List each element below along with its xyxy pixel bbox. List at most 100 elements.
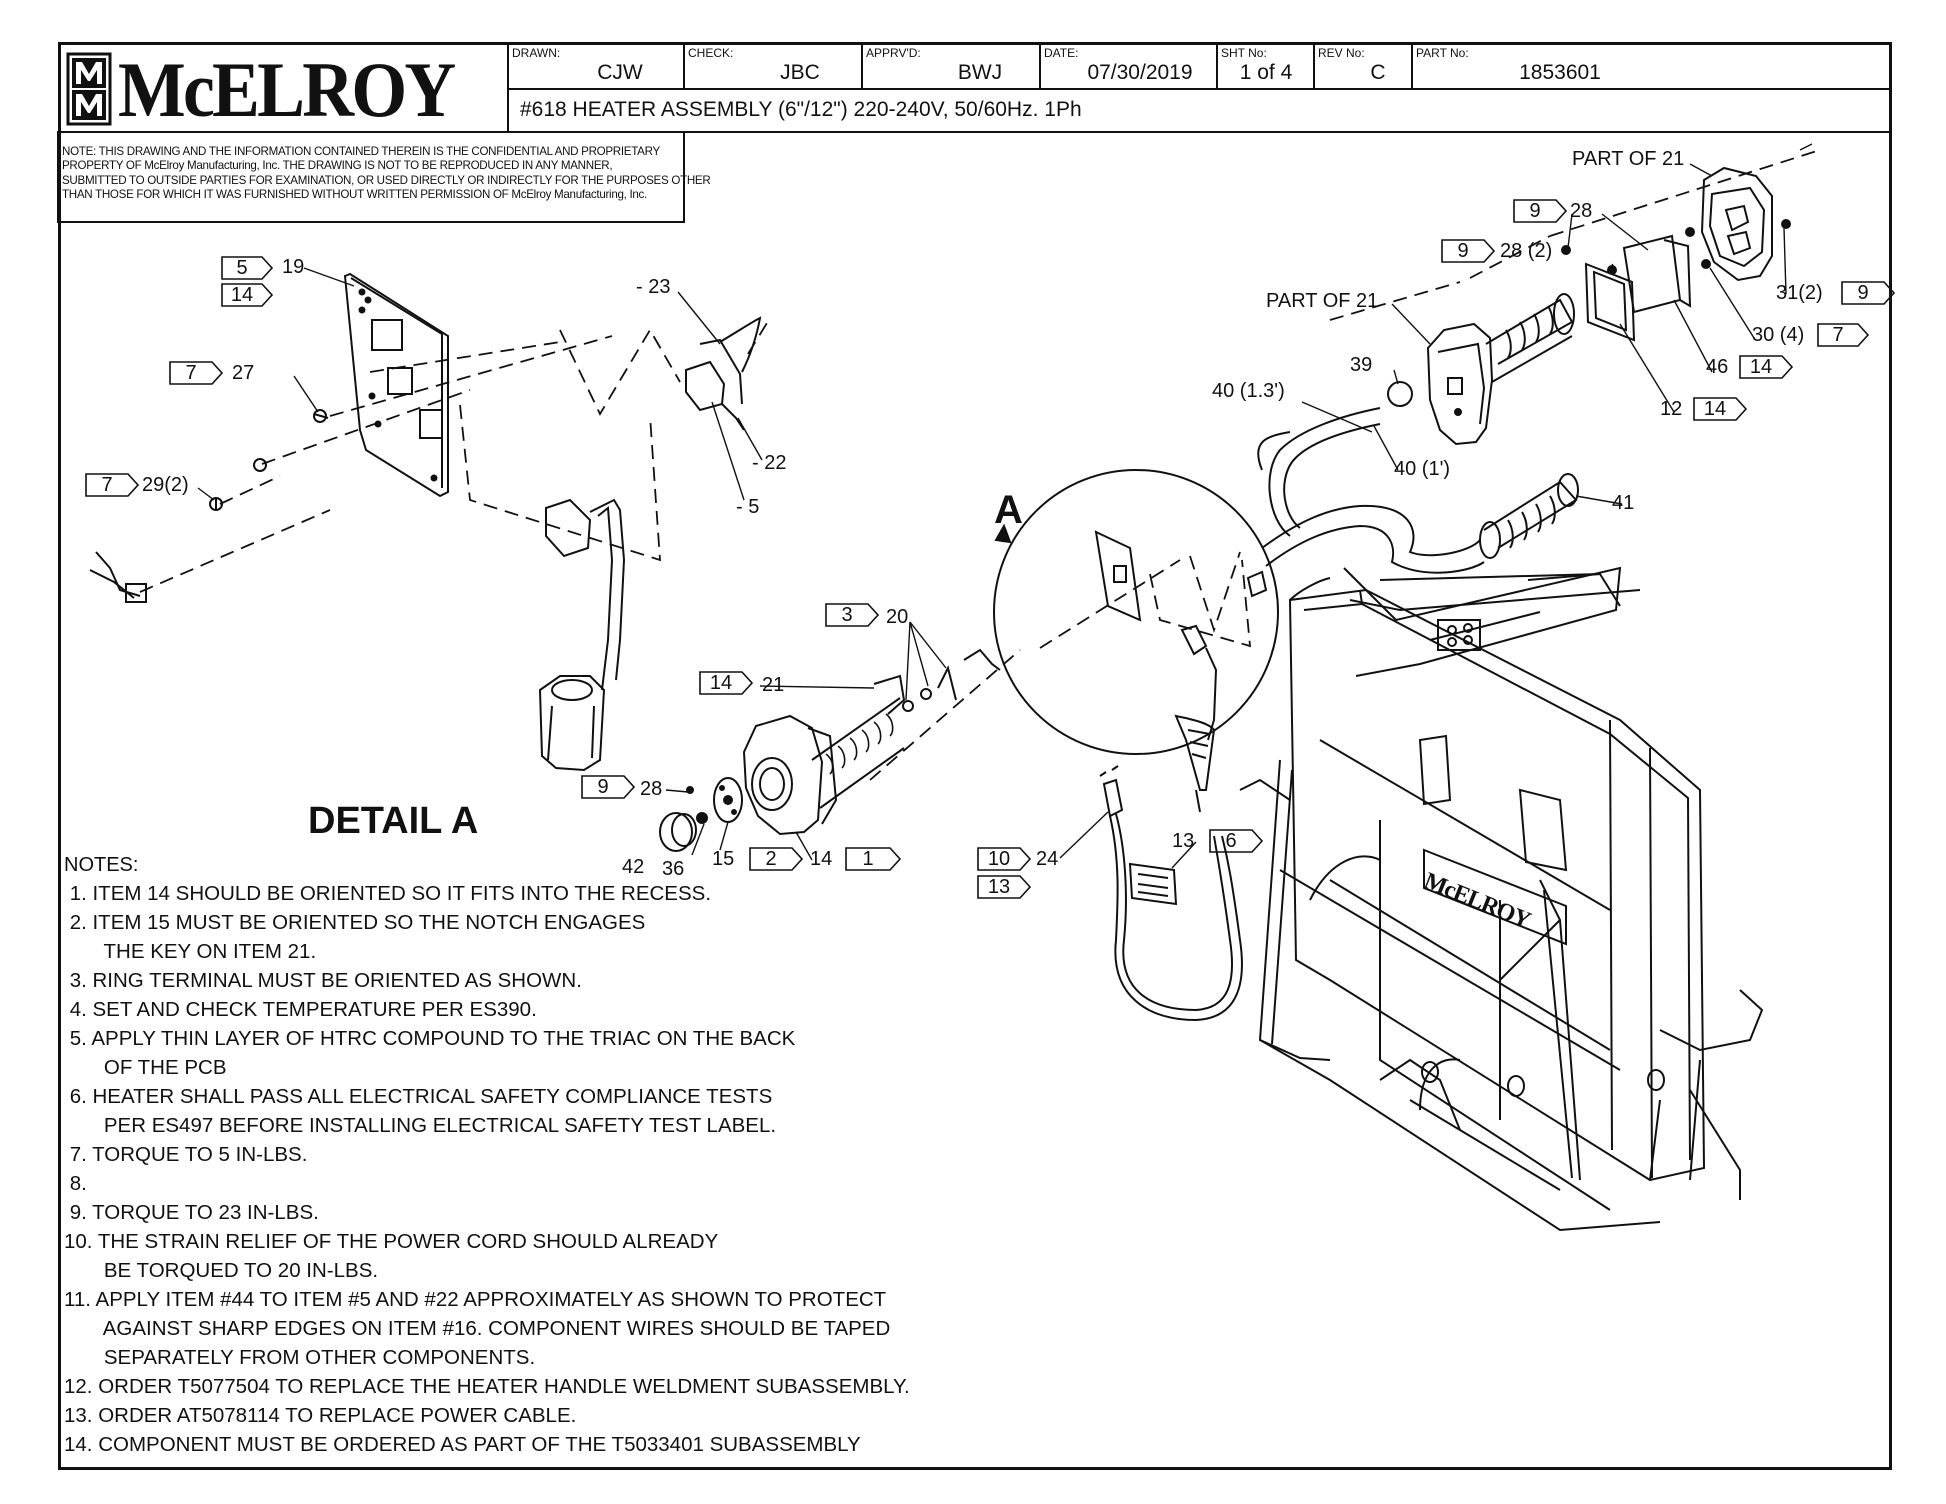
callout-31: 31(2) — [1776, 282, 1823, 304]
flag-9: 9 — [1529, 200, 1541, 222]
callout-part-of-21-mid: PART OF 21 — [1266, 290, 1379, 312]
callout-12: 12 — [1660, 398, 1683, 420]
callout-41: 41 — [1612, 492, 1635, 514]
callout-46: 46 — [1706, 356, 1729, 378]
ring-item-39 — [1387, 381, 1413, 407]
flag-1: 1 — [862, 848, 874, 870]
drawing-title: #618 HEATER ASSEMBLY (6"/12") 220-240V, … — [520, 98, 1082, 121]
confidential-line: PROPERTY OF McElroy Manufacturing, Inc. … — [62, 159, 613, 173]
callout-22: - 22 — [752, 452, 787, 474]
callout-14: 14 — [810, 848, 833, 870]
callout-5: - 5 — [736, 496, 760, 518]
cover-part-of-21 — [1700, 166, 1773, 282]
note-line: SEPARATELY FROM OTHER COMPONENTS. — [64, 1346, 536, 1369]
note-line: 9. TORQUE TO 23 IN-LBS. — [64, 1201, 319, 1224]
tube-item-40 — [1257, 407, 1381, 537]
handle-grip-ribs — [825, 713, 894, 775]
ring-terminal — [89, 551, 147, 603]
apprvd-label: APPRV'D: — [866, 46, 921, 60]
check-value: JBC — [780, 61, 820, 84]
detail-pcb — [1094, 530, 1142, 622]
note-line: 11. APPLY ITEM #44 TO ITEM #5 AND #22 AP… — [64, 1288, 887, 1311]
confidential-line: SUBMITTED TO OUTSIDE PARTIES FOR EXAMINA… — [62, 173, 711, 187]
cable-item-23 — [719, 316, 762, 373]
handle-sleeve — [1485, 293, 1575, 383]
flag-7: 7 — [1832, 324, 1844, 346]
flag-14: 14 — [709, 672, 733, 694]
callout-15: 15 — [712, 848, 735, 870]
flag-13: 13 — [987, 876, 1011, 898]
flag-14: 14 — [230, 284, 254, 306]
detail-a-circle — [993, 469, 1279, 755]
date-label: DATE: — [1044, 46, 1079, 60]
notes-header: NOTES: — [64, 854, 139, 876]
connector-item-5 — [685, 338, 745, 431]
flag-10: 10 — [987, 848, 1011, 870]
flag-3: 3 — [841, 604, 853, 626]
callout-13: 13 — [1172, 830, 1195, 852]
flag-9: 9 — [1857, 282, 1869, 304]
part-label: PART No: — [1416, 46, 1469, 60]
note-line: 5. APPLY THIN LAYER OF HTRC COMPOUND TO … — [64, 1027, 796, 1050]
confidential-line: NOTE: THIS DRAWING AND THE INFORMATION C… — [62, 145, 660, 158]
flag-tags — [85, 199, 1896, 899]
drawn-value: CJW — [597, 61, 643, 84]
screw-item-30 — [1701, 259, 1711, 269]
confidential-note: NOTE: THIS DRAWING AND THE INFORMATION C… — [62, 145, 711, 203]
heater-strap — [1343, 566, 1622, 677]
sheet-value: 1 of 4 — [1239, 61, 1293, 84]
heater-plate-body — [1288, 588, 1706, 1182]
callout-40a: 40 (1.3') — [1212, 380, 1285, 402]
rev-label: REV No: — [1318, 46, 1365, 60]
knob-item-42 — [659, 812, 697, 852]
note-line: 13. ORDER AT5078114 TO REPLACE POWER CAB… — [64, 1404, 577, 1427]
company-logo-wordmark: McELROY — [118, 46, 456, 133]
screw-27 — [313, 409, 329, 423]
pcb-board — [343, 272, 449, 498]
dial-plate-item-15 — [713, 777, 743, 823]
callout-24: 24 — [1036, 848, 1059, 870]
handle-clip — [873, 674, 906, 715]
callout-36: 36 — [662, 858, 685, 880]
callout-30: 30 (4) — [1752, 324, 1805, 346]
part-value: 1853601 — [1519, 61, 1601, 84]
callout-23: - 23 — [636, 276, 671, 298]
flag-5: 5 — [236, 257, 248, 279]
grip-item-41 — [1479, 473, 1579, 559]
screw-item-31 — [1781, 219, 1791, 229]
washer-item-36 — [696, 812, 708, 824]
callout-39: 39 — [1350, 354, 1373, 376]
date-value: 07/30/2019 — [1087, 61, 1193, 84]
callout-part-of-21-top: PART OF 21 — [1572, 148, 1685, 170]
callout-28b: 28 — [1570, 200, 1593, 222]
note-line: AGAINST SHARP EDGES ON ITEM #16. COMPONE… — [64, 1317, 891, 1340]
note-line: 2. ITEM 15 MUST BE ORIENTED SO THE NOTCH… — [64, 911, 646, 934]
handle-housing-item-21 — [742, 697, 905, 836]
note-line: 12. ORDER T5077504 TO REPLACE THE HEATER… — [64, 1375, 910, 1398]
callout-19: 19 — [282, 256, 305, 278]
note-line: 4. SET AND CHECK TEMPERATURE PER ES390. — [64, 998, 537, 1021]
note-line: BE TORQUED TO 20 IN-LBS. — [64, 1259, 379, 1282]
flag-2: 2 — [765, 848, 777, 870]
flag-7: 7 — [101, 474, 113, 496]
wire-harness — [538, 498, 626, 772]
callout-27: 27 — [232, 362, 255, 384]
power-cord-item-24 — [1099, 765, 1243, 1022]
detail-connector — [1246, 570, 1268, 598]
detail-a-marker: A — [994, 488, 1023, 532]
callout-29: 29(2) — [142, 474, 189, 496]
note-line: THE KEY ON ITEM 21. — [64, 940, 317, 963]
screw-item-28 — [686, 786, 694, 794]
note-line: 3. RING TERMINAL MUST BE ORIENTED AS SHO… — [64, 969, 582, 992]
check-label: CHECK: — [688, 46, 734, 60]
rear-housing-part-of-21 — [1426, 322, 1494, 446]
confidential-line: THAN THOSE FOR WHICH IT WAS FURNISHED WI… — [62, 188, 647, 202]
drawn-label: DRAWN: — [512, 46, 561, 60]
sheet-label: SHT No: — [1221, 46, 1267, 60]
note-line: 6. HEATER SHALL PASS ALL ELECTRICAL SAFE… — [64, 1085, 773, 1108]
callout-28c: 28 (2) — [1500, 240, 1553, 262]
hardware-item-20 — [902, 648, 1001, 712]
flag-14: 14 — [1749, 356, 1773, 378]
